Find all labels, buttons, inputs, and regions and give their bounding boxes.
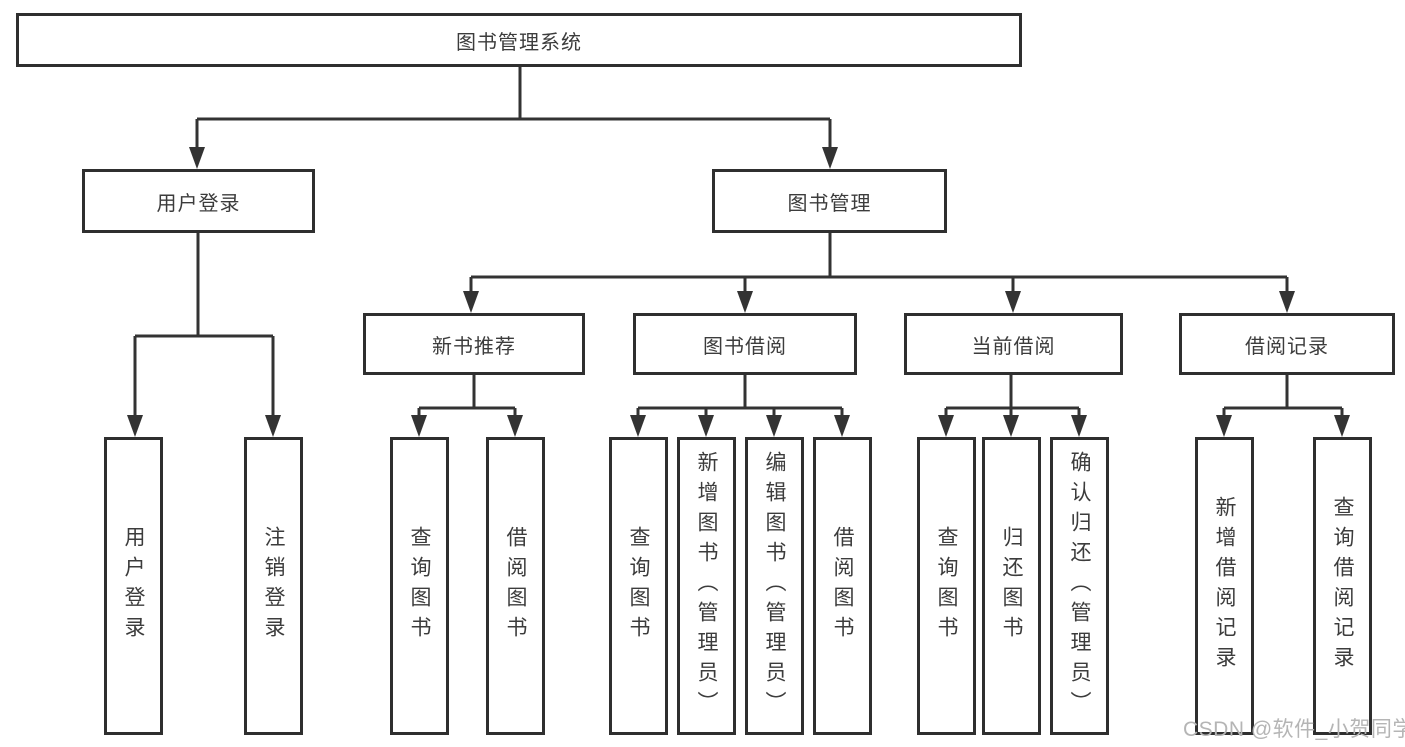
leaf-nbr-borrow-book-label: 借阅图书	[504, 526, 527, 646]
arrowhead	[766, 415, 782, 437]
arrowhead	[1071, 415, 1087, 437]
node-new-book-rec: 新书推荐	[363, 313, 585, 375]
leaf-bb-query-book: 查询图书	[609, 437, 668, 735]
leaf-br-add-record-label: 新增借阅记录	[1213, 496, 1236, 676]
node-user-login: 用户登录	[82, 169, 315, 233]
leaf-br-query-record-label: 查询借阅记录	[1331, 496, 1354, 676]
arrowhead	[1005, 291, 1021, 313]
node-book-mgmt: 图书管理	[712, 169, 947, 233]
leaf-bb-borrow-book: 借阅图书	[813, 437, 872, 735]
node-root: 图书管理系统	[16, 13, 1022, 67]
leaf-nbr-borrow-book: 借阅图书	[486, 437, 545, 735]
arrowhead	[1279, 291, 1295, 313]
leaf-cb-query-book-label: 查询图书	[935, 526, 958, 646]
leaf-bb-add-book-label: 新增图书（管理员）	[695, 451, 718, 721]
leaf-bb-add-book: 新增图书（管理员）	[677, 437, 736, 735]
arrowhead	[822, 147, 838, 169]
node-book-borrow-label: 图书借阅	[703, 335, 787, 358]
arrowhead	[127, 415, 143, 437]
node-user-login-label: 用户登录	[156, 192, 241, 215]
arrowhead	[737, 291, 753, 313]
leaf-nbr-query-book: 查询图书	[390, 437, 449, 735]
leaf-cb-return-book: 归还图书	[982, 437, 1041, 735]
connector-root-to-level2	[189, 67, 838, 169]
leaf-br-add-record: 新增借阅记录	[1195, 437, 1254, 735]
csdn-watermark: CSDN @软件_小贺同学	[1183, 718, 1405, 741]
node-current-borrow-label: 当前借阅	[971, 335, 1056, 358]
arrowhead	[1334, 415, 1350, 437]
node-book-mgmt-label: 图书管理	[787, 192, 872, 215]
arrowhead	[507, 415, 523, 437]
node-current-borrow: 当前借阅	[904, 313, 1123, 375]
leaf-bb-query-book-label: 查询图书	[627, 526, 650, 646]
leaf-logout-label: 注销登录	[262, 526, 285, 646]
arrowhead	[698, 415, 714, 437]
node-book-borrow: 图书借阅	[633, 313, 857, 375]
connector-user-login-children	[127, 233, 281, 437]
connector-book-mgmt-children	[463, 233, 1295, 313]
connector-current-borrow-children	[938, 375, 1087, 437]
leaf-bb-edit-book: 编辑图书（管理员）	[745, 437, 804, 735]
leaf-bb-borrow-book-label: 借阅图书	[831, 526, 854, 646]
node-new-book-rec-label: 新书推荐	[432, 335, 516, 358]
leaf-logout: 注销登录	[244, 437, 303, 735]
connector-new-book-rec-children	[411, 375, 523, 437]
arrowhead	[938, 415, 954, 437]
leaf-user-login: 用户登录	[104, 437, 163, 735]
arrowhead	[834, 415, 850, 437]
arrowhead	[411, 415, 427, 437]
arrowhead	[1216, 415, 1232, 437]
arrowhead	[265, 415, 281, 437]
arrowhead	[1003, 415, 1019, 437]
leaf-cb-return-book-label: 归还图书	[1000, 526, 1023, 646]
leaf-cb-query-book: 查询图书	[917, 437, 976, 735]
leaf-nbr-query-book-label: 查询图书	[408, 526, 431, 646]
leaf-bb-edit-book-label: 编辑图书（管理员）	[763, 451, 786, 721]
leaf-cb-confirm-return-label: 确认归还（管理员）	[1068, 451, 1091, 721]
arrowhead	[630, 415, 646, 437]
node-borrow-record-label: 借阅记录	[1245, 335, 1329, 358]
node-root-label: 图书管理系统	[456, 31, 582, 54]
arrowhead	[189, 147, 205, 169]
node-borrow-record: 借阅记录	[1179, 313, 1395, 375]
leaf-cb-confirm-return: 确认归还（管理员）	[1050, 437, 1109, 735]
leaf-user-login-label: 用户登录	[122, 526, 145, 646]
arrowhead	[463, 291, 479, 313]
connector-borrow-record-children	[1216, 375, 1350, 437]
leaf-br-query-record: 查询借阅记录	[1313, 437, 1372, 735]
connector-book-borrow-children	[630, 375, 850, 437]
